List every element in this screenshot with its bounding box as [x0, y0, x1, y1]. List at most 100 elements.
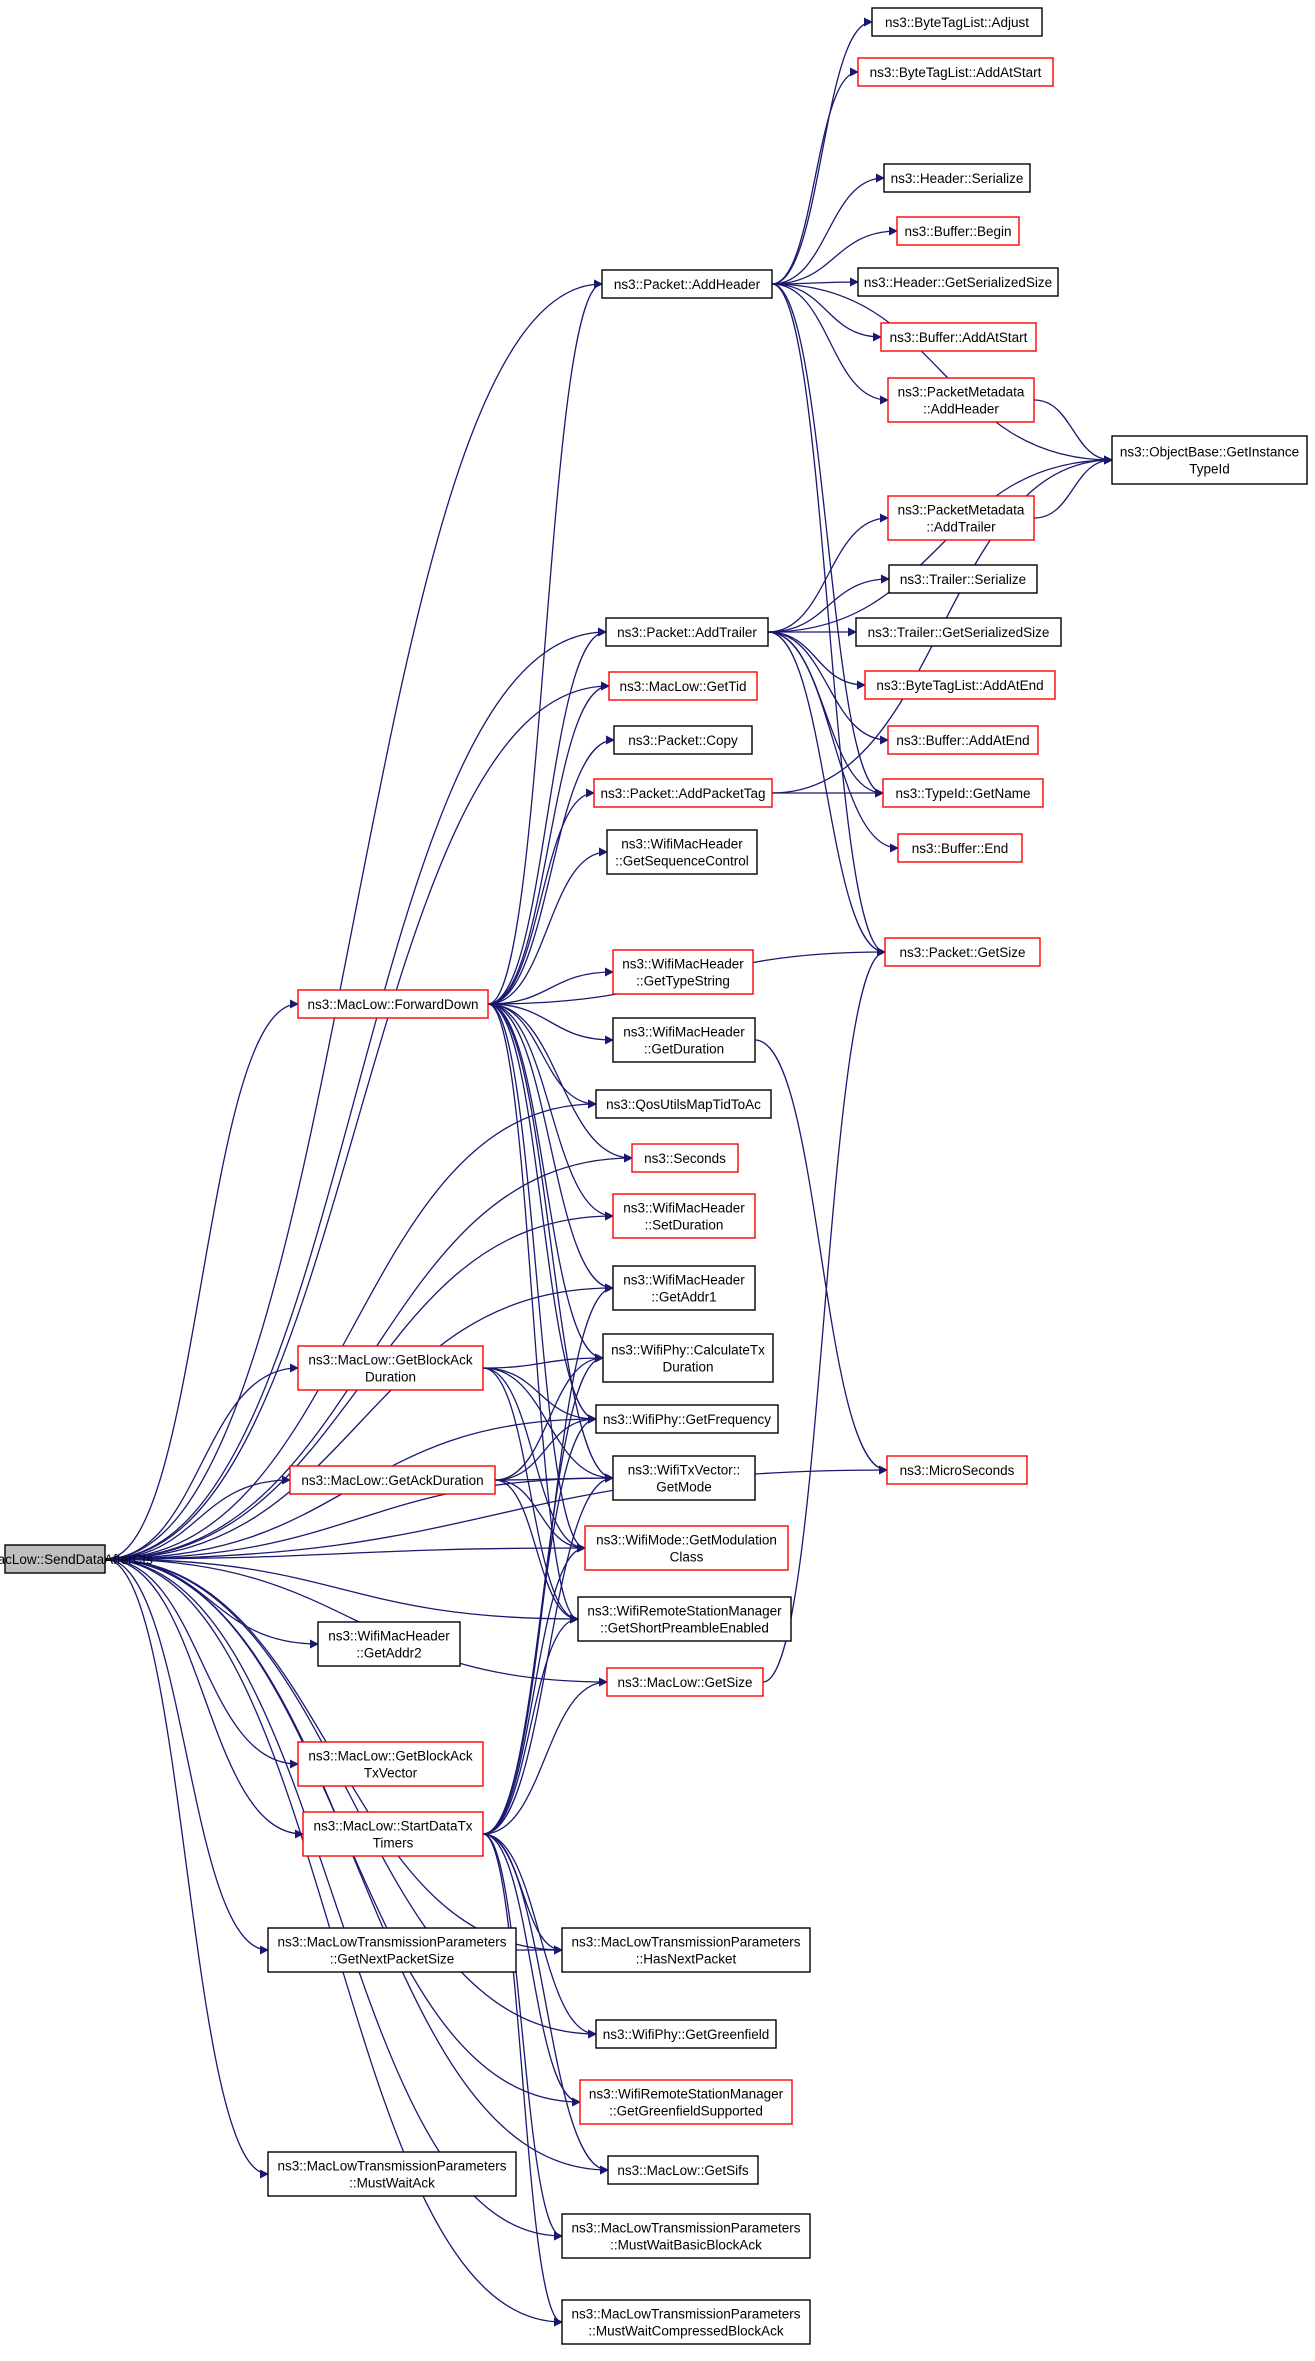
node-label: ::AddHeader	[923, 402, 999, 417]
node-packet-metadata-add-header[interactable]: ns3::PacketMetadata::AddHeader	[887, 377, 1035, 423]
edge-send-data-after-cts-to-must-wait-ack	[104, 1558, 269, 2179]
node-label: ns3::Buffer::End	[912, 841, 1009, 856]
node-label: ns3::WifiPhy::GetFrequency	[603, 1412, 771, 1427]
edge-send-data-after-cts-to-get-size	[104, 1558, 608, 1687]
edge-forward-down-to-get-duration-hdr	[487, 1003, 614, 1045]
node-label: ns3::MacLowTransmissionParameters	[277, 1935, 506, 1950]
edge-add-header-to-packet-metadata-add-header	[771, 283, 889, 405]
node-get-size[interactable]: ns3::MacLow::GetSize	[606, 1667, 764, 1697]
node-label: ::GetTypeString	[636, 974, 730, 989]
node-box	[1111, 435, 1308, 485]
node-get-duration-hdr[interactable]: ns3::WifiMacHeader::GetDuration	[612, 1017, 756, 1063]
node-copy[interactable]: ns3::Packet::Copy	[613, 725, 753, 755]
node-box	[584, 1525, 789, 1571]
node-header-serialize[interactable]: ns3::Header::Serialize	[883, 163, 1031, 193]
node-add-trailer[interactable]: ns3::Packet::AddTrailer	[605, 617, 769, 647]
node-get-type-string[interactable]: ns3::WifiMacHeader::GetTypeString	[612, 949, 754, 995]
node-get-short-preamble-enabled[interactable]: ns3::WifiRemoteStationManager::GetShortP…	[577, 1596, 792, 1642]
node-get-tid[interactable]: ns3::MacLow::GetTid	[608, 671, 758, 701]
node-add-packet-tag[interactable]: ns3::Packet::AddPacketTag	[593, 778, 773, 808]
node-label: ns3::Buffer::AddAtEnd	[896, 733, 1029, 748]
node-trailer-serialize[interactable]: ns3::Trailer::Serialize	[888, 564, 1038, 594]
node-get-addr2[interactable]: ns3::WifiMacHeader::GetAddr2	[317, 1621, 461, 1667]
node-type-id-get-name[interactable]: ns3::TypeId::GetName	[882, 778, 1044, 808]
edge-add-header-to-type-id-get-name	[771, 283, 884, 798]
node-must-wait-basic-block-ack[interactable]: ns3::MacLowTransmissionParameters::MustW…	[561, 2213, 811, 2259]
node-label: TxVector	[364, 1766, 418, 1781]
edge-start-data-tx-timers-to-get-size	[482, 1677, 608, 1835]
node-label: ::GetShortPreambleEnabled	[600, 1621, 769, 1636]
edge-add-header-to-header-serialize	[771, 173, 885, 285]
node-get-ack-duration[interactable]: ns3::MacLow::GetAckDuration	[289, 1465, 496, 1495]
edge-forward-down-to-get-tid	[487, 681, 610, 1005]
node-box	[897, 833, 1023, 863]
node-label: ns3::WifiMacHeader	[328, 1629, 450, 1644]
node-label: ns3::Packet::AddTrailer	[617, 625, 757, 640]
node-must-wait-ack[interactable]: ns3::MacLowTransmissionParameters::MustW…	[267, 2151, 517, 2197]
node-label: ns3::WifiTxVector::	[628, 1463, 741, 1478]
node-box	[613, 725, 753, 755]
node-label: ns3::MacLow::StartDataTx	[313, 1819, 472, 1834]
node-box	[887, 377, 1035, 423]
edge-forward-down-to-calculate-tx-duration	[487, 1003, 604, 1363]
node-send-data-after-cts[interactable]: ns3::MacLow::SendDataAfterCts	[0, 1544, 153, 1574]
node-byte-tag-list-add-at-end[interactable]: ns3::ByteTagList::AddAtEnd	[864, 670, 1056, 700]
node-byte-tag-list-add-at-start[interactable]: ns3::ByteTagList::AddAtStart	[857, 57, 1054, 87]
edge-send-data-after-cts-to-get-addr2	[104, 1558, 319, 1649]
node-label: ns3::WifiMacHeader	[621, 837, 743, 852]
node-trailer-get-serialized-size[interactable]: ns3::Trailer::GetSerializedSize	[855, 617, 1062, 647]
node-buffer-add-at-start[interactable]: ns3::Buffer::AddAtStart	[880, 322, 1037, 352]
node-must-wait-compressed-block-ack[interactable]: ns3::MacLowTransmissionParameters::MustW…	[561, 2299, 811, 2345]
node-seconds[interactable]: ns3::Seconds	[631, 1143, 739, 1173]
node-buffer-end[interactable]: ns3::Buffer::End	[897, 833, 1023, 863]
node-header-get-serialized-size[interactable]: ns3::Header::GetSerializedSize	[857, 267, 1059, 297]
node-box	[595, 1089, 772, 1119]
edge-get-ack-duration-to-get-short-preamble-enabled	[494, 1479, 579, 1624]
edge-add-trailer-to-buffer-add-at-end	[767, 631, 889, 745]
node-qos-utils-map-tid-to-ac[interactable]: ns3::QosUtilsMapTidToAc	[595, 1089, 772, 1119]
node-get-sifs[interactable]: ns3::MacLow::GetSifs	[607, 2155, 759, 2185]
node-packet-metadata-add-trailer[interactable]: ns3::PacketMetadata::AddTrailer	[887, 495, 1035, 541]
node-buffer-begin[interactable]: ns3::Buffer::Begin	[896, 216, 1020, 246]
node-get-greenfield[interactable]: ns3::WifiPhy::GetGreenfield	[595, 2019, 777, 2049]
node-byte-tag-list-adjust[interactable]: ns3::ByteTagList::Adjust	[871, 7, 1043, 37]
node-set-duration[interactable]: ns3::WifiMacHeader::SetDuration	[612, 1193, 756, 1239]
edge-send-data-after-cts-to-start-data-tx-timers	[104, 1558, 304, 1839]
node-label: ns3::ObjectBase::GetInstance	[1120, 445, 1299, 460]
edge-forward-down-to-qos-utils-map-tid-to-ac	[487, 1003, 597, 1109]
node-has-next-packet[interactable]: ns3::MacLowTransmissionParameters::HasNe…	[561, 1927, 811, 1973]
node-get-mode[interactable]: ns3::WifiTxVector::GetMode	[612, 1455, 756, 1501]
node-add-header[interactable]: ns3::Packet::AddHeader	[601, 269, 773, 299]
node-label: ns3::MacLow::GetAckDuration	[301, 1473, 483, 1488]
node-get-next-packet-size[interactable]: ns3::MacLowTransmissionParameters::GetNe…	[267, 1927, 517, 1973]
node-box	[302, 1811, 484, 1857]
node-get-addr1[interactable]: ns3::WifiMacHeader::GetAddr1	[612, 1265, 756, 1311]
edge-send-data-after-cts-to-get-greenfield	[104, 1558, 597, 2039]
node-label: ::GetDuration	[644, 1042, 724, 1057]
node-get-greenfield-supported[interactable]: ns3::WifiRemoteStationManager::GetGreenf…	[579, 2079, 793, 2125]
node-get-frequency[interactable]: ns3::WifiPhy::GetFrequency	[595, 1404, 779, 1434]
node-packet-get-size[interactable]: ns3::Packet::GetSize	[884, 937, 1041, 967]
node-label: Duration	[662, 1360, 713, 1375]
node-forward-down[interactable]: ns3::MacLow::ForwardDown	[297, 989, 489, 1019]
node-label: Timers	[373, 1836, 414, 1851]
node-box	[896, 216, 1020, 246]
node-label: ns3::Packet::Copy	[628, 733, 738, 748]
edge-send-data-after-cts-to-get-block-ack-tx-vector	[104, 1558, 299, 1769]
node-micro-seconds[interactable]: ns3::MicroSeconds	[886, 1455, 1028, 1485]
node-box	[267, 1927, 517, 1973]
node-box	[595, 1404, 779, 1434]
edge-forward-down-to-get-short-preamble-enabled	[487, 1003, 579, 1624]
node-label: ns3::MacLow::ForwardDown	[307, 997, 478, 1012]
node-get-sequence-control[interactable]: ns3::WifiMacHeader::GetSequenceControl	[606, 829, 758, 875]
node-label: ns3::Packet::AddPacketTag	[600, 786, 765, 801]
node-buffer-add-at-end[interactable]: ns3::Buffer::AddAtEnd	[887, 725, 1039, 755]
node-label: ::GetNextPacketSize	[330, 1952, 455, 1967]
node-box	[561, 2299, 811, 2345]
